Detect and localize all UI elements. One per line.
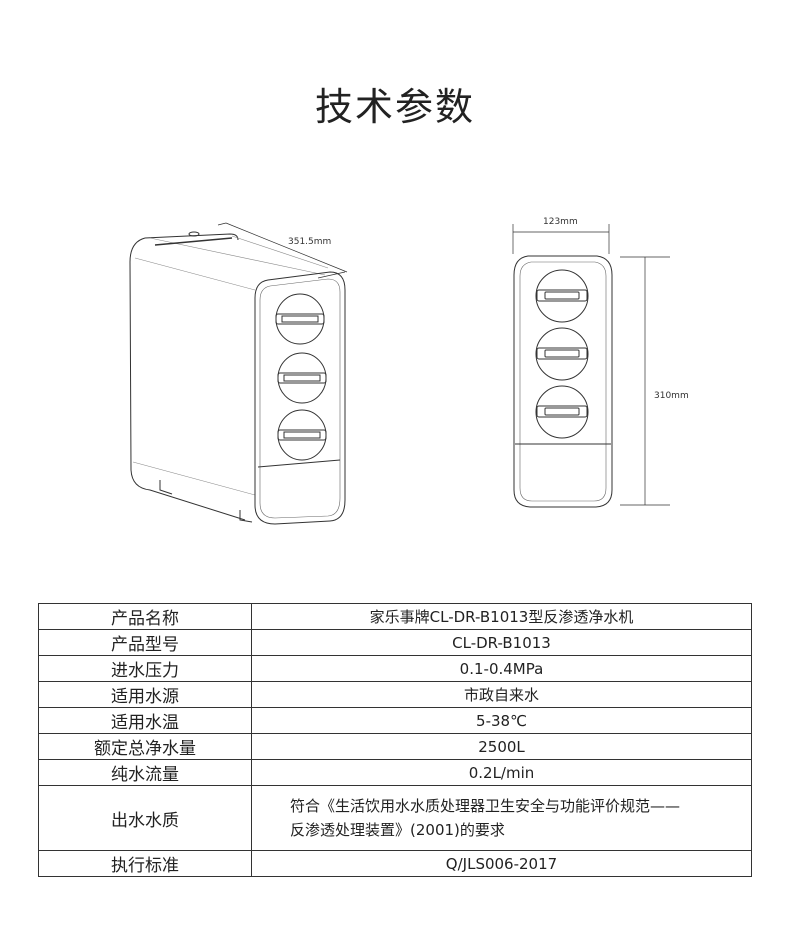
- table-row: 出水水质 符合《生活饮用水水质处理器卫生安全与功能评价规范—— 反渗透处理装置》(2…: [38, 785, 752, 851]
- filter-knob-icon: [277, 409, 327, 461]
- table-row: 产品名称家乐事牌CL-DR-B1013型反渗透净水机: [38, 603, 752, 630]
- spec-label: 产品型号: [38, 629, 252, 656]
- spec-value: 0.1-0.4MPa: [251, 655, 752, 682]
- width-dimension: 123mm: [543, 217, 578, 227]
- spec-value: 符合《生活饮用水水质处理器卫生安全与功能评价规范—— 反渗透处理装置》(2001)…: [251, 785, 752, 851]
- table-row: 适用水源市政自来水: [38, 681, 752, 708]
- spec-value: 市政自来水: [251, 681, 752, 708]
- spec-label: 纯水流量: [38, 759, 252, 786]
- spec-label: 适用水温: [38, 707, 252, 734]
- height-dimension: 310mm: [654, 391, 689, 401]
- spec-label: 产品名称: [38, 603, 252, 630]
- filter-knob-icon: [535, 269, 589, 323]
- spec-value: 0.2L/min: [251, 759, 752, 786]
- isometric-view: 351.5mm: [129, 222, 348, 525]
- spec-value: CL-DR-B1013: [251, 629, 752, 656]
- spec-value: Q/JLS006-2017: [251, 850, 752, 877]
- front-view: 123mm 310mm: [512, 217, 689, 508]
- filter-knob-icon: [277, 352, 327, 404]
- filter-knob-icon: [275, 293, 325, 345]
- spec-value: 2500L: [251, 733, 752, 760]
- spec-value: 家乐事牌CL-DR-B1013型反渗透净水机: [251, 603, 752, 630]
- spec-label: 进水压力: [38, 655, 252, 682]
- page-title: 技术参数: [314, 85, 475, 129]
- spec-label: 出水水质: [38, 785, 252, 851]
- filter-knob-icon: [535, 327, 589, 381]
- spec-label: 适用水源: [38, 681, 252, 708]
- spec-value-line: 符合《生活饮用水水质处理器卫生安全与功能评价规范——: [290, 797, 681, 815]
- filter-knob-icon: [535, 385, 589, 439]
- product-drawings: 351.5mm 123mm 310mm: [129, 217, 689, 525]
- length-dimension: 351.5mm: [288, 237, 331, 247]
- spec-value-line: 反渗透处理装置》(2001)的要求: [290, 821, 505, 839]
- spec-label: 额定总净水量: [38, 733, 252, 760]
- spec-label: 执行标准: [38, 850, 252, 877]
- spec-value: 5-38℃: [251, 707, 752, 734]
